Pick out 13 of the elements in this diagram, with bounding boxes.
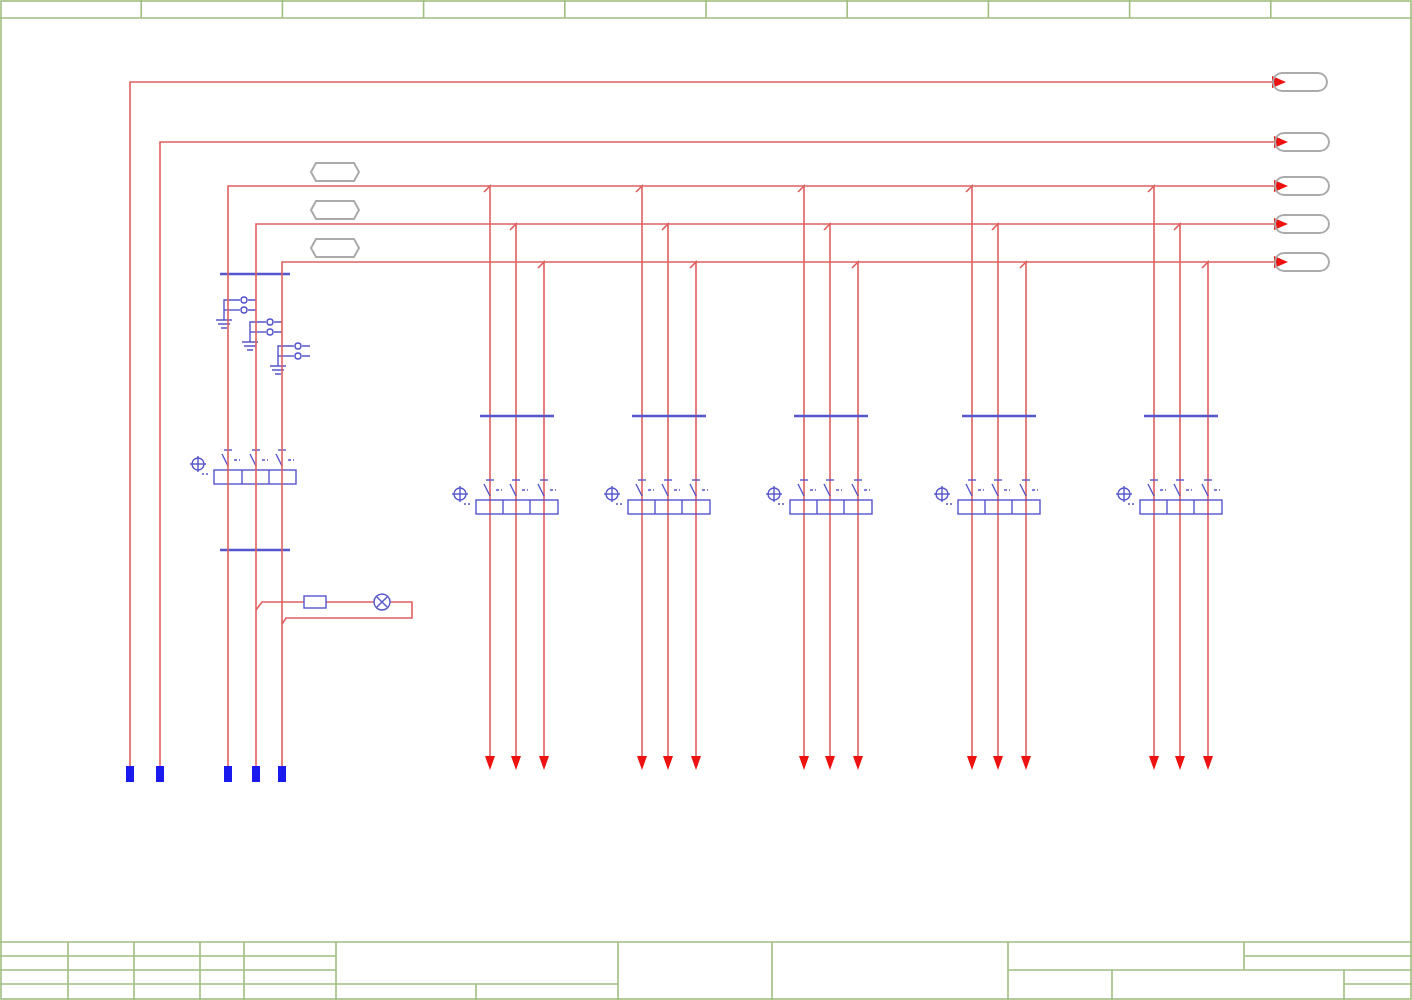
terminal-block <box>252 766 260 782</box>
label-hexagon <box>310 162 360 182</box>
label-hexagon <box>310 200 360 220</box>
off-page-connector <box>1274 176 1330 196</box>
terminal-block <box>156 766 164 782</box>
off-page-connector <box>1274 252 1330 272</box>
terminal-block <box>126 766 134 782</box>
off-page-connector <box>1274 132 1330 152</box>
off-page-connector <box>1272 72 1328 92</box>
off-page-connector <box>1274 214 1330 234</box>
label-hexagon <box>310 238 360 258</box>
terminal-block <box>224 766 232 782</box>
terminal-block <box>278 766 286 782</box>
